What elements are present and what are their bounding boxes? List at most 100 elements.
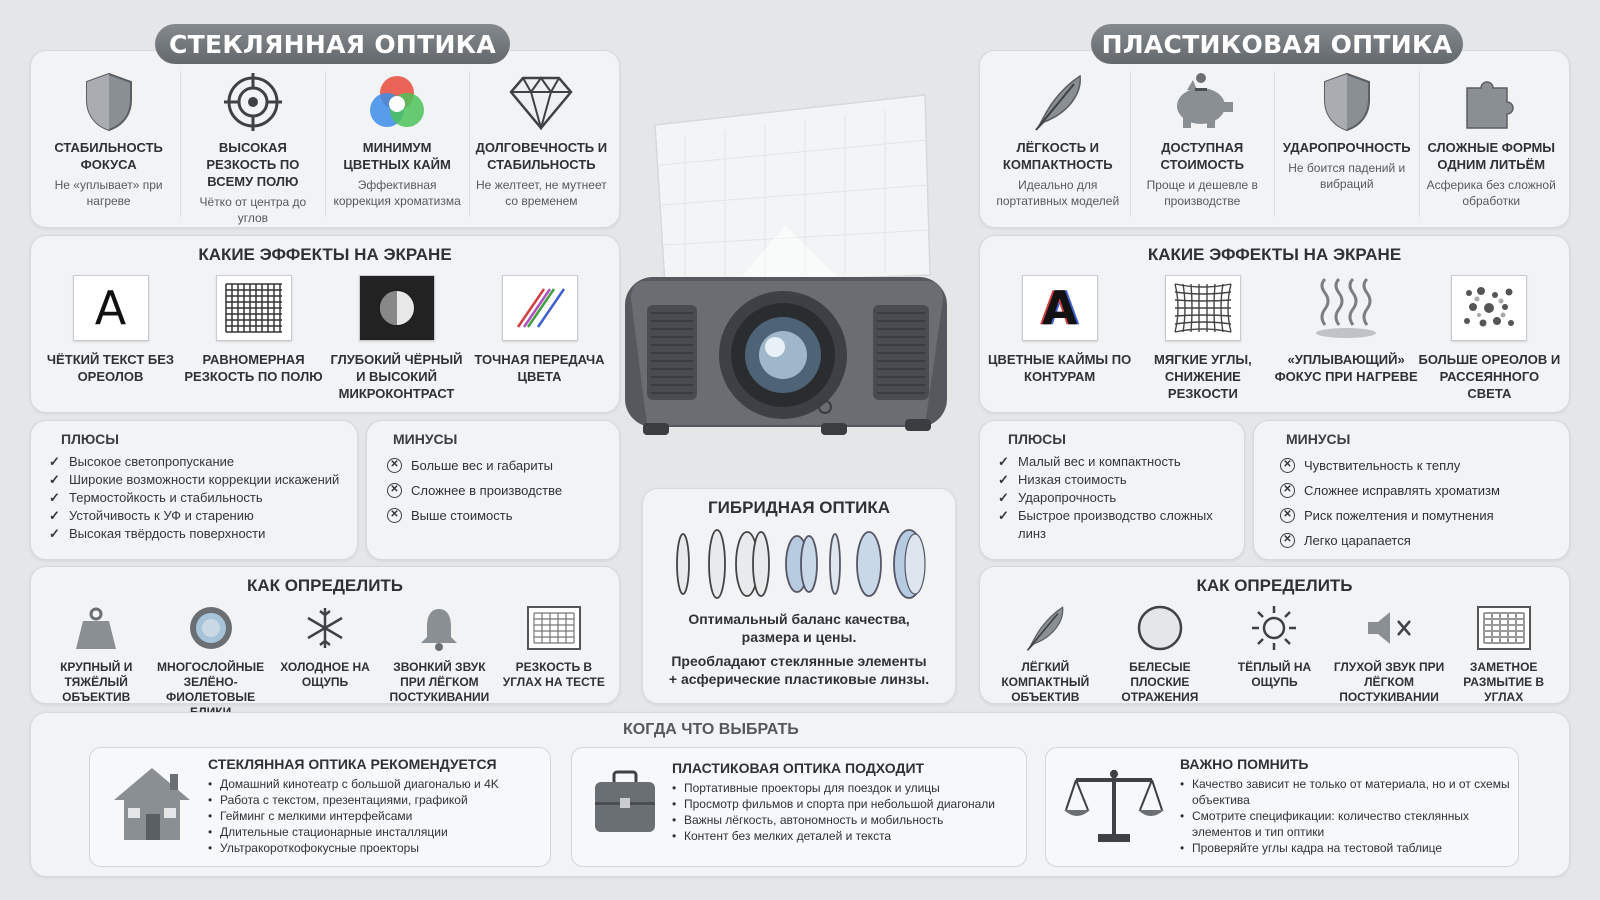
distorted-grid-icon <box>1174 283 1232 333</box>
choose-title: КОГДА ЧТО ВЫБРАТЬ <box>623 721 799 738</box>
cons-item: ✕Больше вес и габариты <box>387 453 619 478</box>
check-icon: ✓ <box>49 490 60 505</box>
cons-title: МИНУСЫ <box>393 431 458 447</box>
how-label: ХОЛОДНОЕ НА ОЩУПЬ <box>280 660 370 689</box>
pros-item: ✓Высокая твёрдость поверхности <box>49 526 266 541</box>
letter-sample: A <box>1041 281 1078 335</box>
shield-icon <box>1323 72 1370 132</box>
glass-recommend-card: СТЕКЛЯННАЯ ОПТИКА РЕКОМЕНДУЕТСЯ Домашний… <box>89 747 551 867</box>
effect-item: ГЛУБОКИЙ ЧЁРНЫЙ И ВЫСОКИЙ МИКРОКОНТРАСТ <box>325 275 468 402</box>
heat-sample <box>1308 275 1385 341</box>
remember-card: ВАЖНО ПОМНИТЬ Качество зависит не только… <box>1045 747 1519 867</box>
hybrid-title: ГИБРИДНАЯ ОПТИКА <box>708 498 890 517</box>
glass-feature: МИНИМУМ ЦВЕТНЫХ КАЙМ Эффективная коррекц… <box>326 71 470 217</box>
weight-icon <box>76 607 117 649</box>
x-circle-icon: ✕ <box>1280 458 1295 473</box>
how-label: КРУПНЫЙ И ТЯЖЁЛЫЙ ОБЪЕКТИВ <box>60 660 133 704</box>
feature-title: СЛОЖНЫЕ ФОРМЫ ОДНИМ ЛИТЬЁМ <box>1427 140 1556 172</box>
feather-icon <box>1027 606 1064 651</box>
glass-title-badge: СТЕКЛЯННАЯ ОПТИКА <box>155 24 510 64</box>
card-title: ВАЖНО ПОМНИТЬ <box>1180 756 1309 772</box>
target-icon <box>223 73 282 131</box>
effect-item: A ЦВЕТНЫЕ КАЙМЫ ПО КОНТУРАМ <box>988 275 1131 402</box>
cons-item: ✕Чувствительность к теплу <box>1280 453 1569 478</box>
how-label: ТЁПЛЫЙ НА ОЩУПЬ <box>1237 660 1312 689</box>
how-item: ЗАМЕТНОЕ РАЗМЫТИЕ В УГЛАХ <box>1446 602 1561 705</box>
feature-title: МИНИМУМ ЦВЕТНЫХ КАЙМ <box>343 140 451 172</box>
effect-item: РАВНОМЕРНАЯ РЕЗКОСТЬ ПО ПОЛЮ <box>182 275 325 402</box>
mute-speaker-icon <box>1368 612 1412 644</box>
color-wheel-icon <box>370 76 425 127</box>
x-circle-icon: ✕ <box>1280 533 1295 548</box>
projector-illustration <box>625 94 947 435</box>
how-label: РЕЗКОСТЬ В УГЛАХ НА ТЕСТЕ <box>502 660 605 689</box>
effect-label: БОЛЬШЕ ОРЕОЛОВ И РАССЕЯННОГО СВЕТА <box>1418 352 1561 401</box>
pros-item: ✓Широкие возможности коррекции искажений <box>49 472 340 487</box>
pros-item: ✓Высокое светопропускание <box>49 454 235 469</box>
glass-pros-panel: ПЛЮСЫ ✓Высокое светопропускание ✓Широкие… <box>30 420 358 560</box>
shield-icon <box>85 72 132 132</box>
check-icon: ✓ <box>998 472 1009 487</box>
panel-title: КАК ОПРЕДЕЛИТЬ <box>246 576 404 595</box>
card-item: Длительные стационарные инсталляции <box>208 824 544 840</box>
scatter-sample <box>1451 275 1528 341</box>
how-item: РЕЗКОСТЬ В УГЛАХ НА ТЕСТЕ <box>497 602 611 720</box>
pros-item: ✓Низкая стоимость <box>998 472 1127 487</box>
feature-desc: Эффективная коррекция хроматизма <box>333 178 461 208</box>
glass-features-panel: СТАБИЛЬНОСТЬ ФОКУСА Не «уплывает» при на… <box>30 50 620 228</box>
how-item: КРУПНЫЙ И ТЯЖЁЛЫЙ ОБЪЕКТИВ <box>39 602 153 720</box>
blurry-test-chart-icon <box>1476 606 1531 650</box>
hybrid-text-2: Преобладают стеклянные элементы + асфери… <box>668 653 930 687</box>
card-item: Работа с текстом, презентациями, графико… <box>208 792 544 808</box>
feature-title: ДОСТУПНАЯ СТОИМОСТЬ <box>1160 140 1244 172</box>
card-item: Портативные проекторы для поездок и улиц… <box>672 780 1022 796</box>
lens-ring-icon <box>189 607 232 649</box>
card-item: Домашний кинотеатр с большой диагональю … <box>208 776 544 792</box>
how-label: МНОГОСЛОЙНЫЕ ЗЕЛЁНО-ФИОЛЕТОВЫЕ БЛИКИ <box>157 660 265 719</box>
feather-icon <box>1034 74 1081 131</box>
pros-item: ✓Термостойкость и стабильность <box>49 490 263 505</box>
distorted-grid-sample <box>1164 275 1241 341</box>
check-icon: ✓ <box>49 508 60 523</box>
how-item: ГЛУХОЙ ЗВУК ПРИ ЛЁГКОМ ПОСТУКИВАНИИ <box>1332 602 1447 705</box>
cons-item: ✕Сложнее исправлять хроматизм <box>1280 478 1569 503</box>
card-title: СТЕКЛЯННАЯ ОПТИКА РЕКОМЕНДУЕТСЯ <box>208 756 497 772</box>
plastic-how-panel: КАК ОПРЕДЕЛИТЬ ЛЁГКИЙ КОМПАКТНЫЙ ОБЪЕКТИ… <box>979 566 1570 704</box>
check-icon: ✓ <box>49 526 60 541</box>
how-label: БЕЛЕСЫЕ ПЛОСКИЕ ОТРАЖЕНИЯ <box>1121 660 1199 704</box>
feature-desc: Проще и дешевле в производстве <box>1146 178 1258 208</box>
glass-effects-panel: КАКИЕ ЭФФЕКТЫ НА ЭКРАНЕ A ЧЁТКИЙ ТЕКСТ Б… <box>30 235 620 413</box>
scales-icon <box>1064 770 1164 842</box>
plastic-feature: ЛЁГКОСТЬ И КОМПАКТНОСТЬ Идеально для пор… <box>986 71 1131 217</box>
glass-feature: ВЫСОКАЯ РЕЗКОСТЬ ПО ВСЕМУ ПОЛЮ Чётко от … <box>181 71 326 225</box>
panel-title: КАКИЕ ЭФФЕКТЫ НА ЭКРАНЕ <box>1147 245 1402 264</box>
x-circle-icon: ✕ <box>387 458 402 473</box>
briefcase-icon <box>595 770 655 832</box>
how-item: ЗВОНКИЙ ЗВУК ПРИ ЛЁГКОМ ПОСТУКИВАНИИ <box>382 602 496 720</box>
check-icon: ✓ <box>998 490 1009 505</box>
color-sample <box>501 275 578 341</box>
feature-desc: Асферика без сложной обработки <box>1426 178 1556 208</box>
card-item: Ультракороткофокусные проекторы <box>208 840 544 856</box>
feature-title: ВЫСОКАЯ РЕЗКОСТЬ ПО ВСЕМУ ПОЛЮ <box>206 140 300 189</box>
how-label: ЗВОНКИЙ ЗВУК ПРИ ЛЁГКОМ ПОСТУКИВАНИИ <box>389 660 490 704</box>
effect-item: БОЛЬШЕ ОРЕОЛОВ И РАССЕЯННОГО СВЕТА <box>1418 275 1561 402</box>
card-item: Проверяйте углы кадра на тестовой таблиц… <box>1180 840 1514 856</box>
sharp-text-sample: A <box>72 275 149 341</box>
fringe-text-sample: A <box>1021 275 1098 341</box>
grid-sample <box>215 275 292 341</box>
x-circle-icon: ✕ <box>1280 508 1295 523</box>
sun-icon <box>1252 606 1297 650</box>
plastic-pros-panel: ПЛЮСЫ ✓Малый вес и компактность ✓Низкая … <box>979 420 1245 560</box>
snowflake-icon <box>307 608 343 648</box>
cons-item: ✕Выше стоимость <box>387 503 619 528</box>
glass-how-panel: КАК ОПРЕДЕЛИТЬ КРУПНЫЙ И ТЯЖЁЛЫЙ ОБЪЕКТИ… <box>30 566 620 719</box>
effect-item: ТОЧНАЯ ПЕРЕДАЧА ЦВЕТА <box>468 275 611 402</box>
contrast-sample <box>358 275 435 341</box>
color-lines-icon <box>516 288 565 328</box>
effect-label: ГЛУБОКИЙ ЧЁРНЫЙ И ВЫСОКИЙ МИКРОКОНТРАСТ <box>330 352 463 401</box>
panel-title: КАК ОПРЕДЕЛИТЬ <box>1196 576 1353 595</box>
plastic-suits-card: ПЛАСТИКОВАЯ ОПТИКА ПОДХОДИТ Портативные … <box>571 747 1027 867</box>
how-item: ХОЛОДНОЕ НА ОЩУПЬ <box>268 602 382 720</box>
feature-title: УДАРОПРОЧНОСТЬ <box>1282 140 1411 155</box>
